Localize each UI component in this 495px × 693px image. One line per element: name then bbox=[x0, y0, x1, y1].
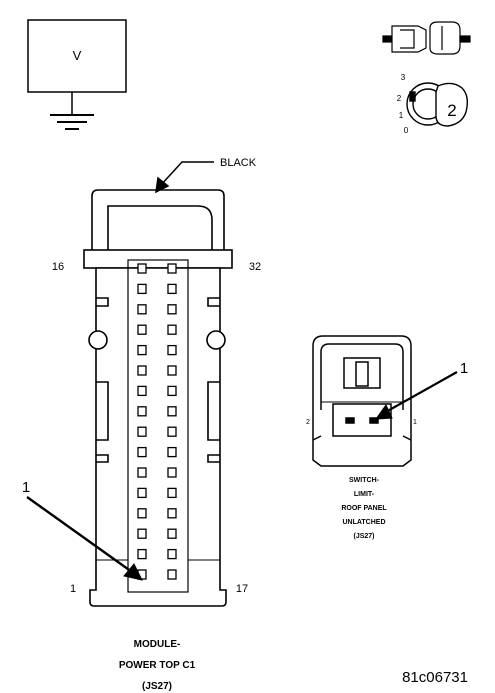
module-pin-cavity bbox=[167, 263, 177, 274]
switch-caption-line-1: SWITCH- bbox=[349, 477, 380, 484]
module-pin-cavity bbox=[137, 467, 147, 478]
ignition-pos-1: 1 bbox=[399, 111, 404, 120]
module-pin-cavity bbox=[167, 487, 177, 499]
disconnect-icon bbox=[382, 21, 471, 55]
module-pin-cavity bbox=[137, 283, 147, 295]
ignition-pos-2: 2 bbox=[397, 94, 402, 103]
ignition-pos-0: 0 bbox=[404, 126, 409, 135]
switch-caption-line-4: UNLATCHED bbox=[342, 519, 385, 526]
ignition-key-number: 2 bbox=[447, 101, 456, 120]
module-pin-cavity bbox=[167, 385, 177, 397]
module-pin-label-17: 17 bbox=[236, 583, 248, 595]
module-caption-line-1: MODULE- bbox=[134, 639, 181, 650]
module-pin-cavity bbox=[167, 406, 177, 417]
voltmeter-label: V bbox=[73, 48, 82, 63]
module-pin-cavity bbox=[137, 426, 147, 437]
module-pin-cavity bbox=[137, 446, 147, 458]
switch-callout-number: 1 bbox=[460, 360, 468, 377]
module-caption-line-2: POWER TOP C1 bbox=[119, 660, 196, 671]
module-pin-label-32: 32 bbox=[249, 261, 261, 273]
module-pin-cavities bbox=[137, 263, 177, 580]
switch-caption-line-5: (JS27) bbox=[353, 533, 374, 540]
module-pin-cavity bbox=[137, 344, 147, 356]
module-callout-arrow bbox=[26, 496, 143, 581]
ignition-pos-3: 3 bbox=[401, 73, 406, 82]
module-callout-number: 1 bbox=[22, 479, 30, 496]
switch-caption-line-3: ROOF PANEL bbox=[341, 505, 387, 512]
black-leader-arrow bbox=[155, 161, 214, 194]
module-pin-cavity bbox=[137, 487, 147, 499]
module-pin-cavity bbox=[167, 426, 177, 437]
module-pin-cavity bbox=[137, 548, 147, 560]
module-pin-cavity bbox=[167, 283, 177, 295]
module-pin-label-16: 16 bbox=[52, 261, 64, 273]
module-pin-cavity bbox=[137, 365, 147, 376]
module-connector-body bbox=[83, 189, 233, 607]
switch-pin-label-1: 1 bbox=[413, 419, 417, 426]
module-pin-cavity bbox=[137, 324, 147, 335]
module-pin-cavity bbox=[167, 344, 177, 356]
module-pin-cavity bbox=[167, 467, 177, 478]
switch-pin-label-2: 2 bbox=[306, 419, 310, 426]
module-pin-cavity bbox=[137, 528, 147, 539]
module-pin-cavity bbox=[167, 324, 177, 335]
module-pin-cavity bbox=[167, 365, 177, 376]
module-color-label: BLACK bbox=[220, 157, 257, 169]
switch-connector-body bbox=[312, 335, 412, 467]
module-pin-cavity bbox=[137, 304, 147, 315]
figure-id: 81c06731 bbox=[402, 669, 468, 686]
module-pin-cavity bbox=[167, 528, 177, 539]
voltmeter-symbol bbox=[27, 19, 127, 130]
module-pin-cavity bbox=[137, 385, 147, 397]
module-pin-cavity bbox=[137, 406, 147, 417]
voltmeter-box bbox=[27, 19, 127, 93]
module-pin-cavity bbox=[167, 446, 177, 458]
module-pin-cavity bbox=[137, 508, 147, 519]
switch-caption-line-2: LIMIT- bbox=[354, 491, 375, 498]
module-pin-cavity bbox=[167, 569, 177, 580]
module-pin-label-1: 1 bbox=[70, 583, 76, 595]
switch-callout-arrow bbox=[374, 371, 458, 420]
module-pin-cavity bbox=[167, 548, 177, 560]
module-pin-cavity bbox=[167, 508, 177, 519]
module-pin-cavity bbox=[137, 263, 147, 274]
module-caption-line-3: (JS27) bbox=[142, 681, 172, 692]
ignition-key-icon bbox=[406, 82, 469, 127]
module-pin-cavity bbox=[167, 304, 177, 315]
